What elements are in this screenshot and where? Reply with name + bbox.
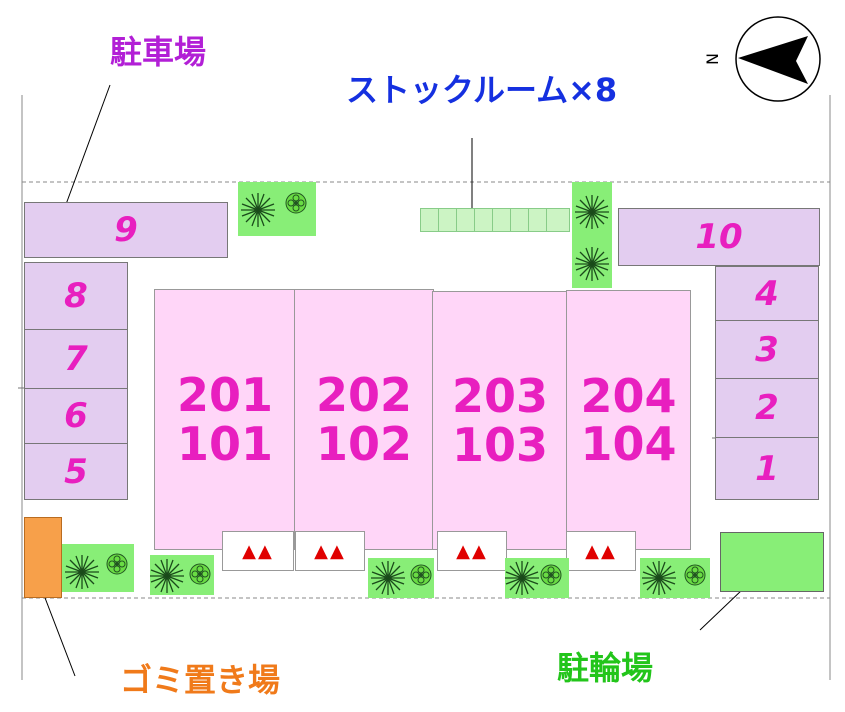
shrub-icon	[641, 560, 677, 596]
bicycle-parking-label: 駐輪場	[557, 649, 654, 687]
entrance-101: ▲▲	[222, 531, 294, 571]
unit-204-104: 204 104	[566, 290, 691, 550]
unit-203-103: 203 103	[432, 291, 568, 550]
garbage-area	[24, 517, 62, 598]
parking-space-7: 7	[24, 329, 128, 389]
parking-space-8: 8	[24, 262, 128, 330]
storage-room-cell	[546, 208, 570, 232]
shrub-icon	[64, 554, 100, 590]
shrub-icon	[574, 194, 610, 230]
entrance-102: ▲▲	[295, 531, 365, 571]
flower-icon	[410, 564, 432, 586]
storage-room-label: ストックルーム×8	[346, 71, 618, 109]
shrub-icon	[574, 246, 610, 282]
unit-201-101: 201 101	[154, 289, 296, 550]
flower-icon	[540, 564, 562, 586]
unit-upper-number: 202	[315, 368, 413, 423]
parking-space-4: 4	[715, 266, 819, 321]
garbage-area-label: ゴミ置き場	[120, 661, 281, 699]
flower-icon	[106, 553, 128, 575]
flower-icon	[285, 192, 307, 214]
unit-upper-number: 204	[580, 368, 677, 423]
shrub-icon	[240, 192, 276, 228]
unit-lower-number: 101	[176, 416, 274, 471]
parking-space-2: 2	[715, 378, 819, 438]
shrub-icon	[504, 560, 540, 596]
flower-icon	[189, 563, 211, 585]
parking-space-6: 6	[24, 388, 128, 444]
parking-label: 駐車場	[110, 33, 207, 71]
shrub-icon	[370, 560, 406, 596]
parking-space-5: 5	[24, 443, 128, 500]
unit-lower-number: 104	[580, 417, 677, 471]
unit-202-102: 202 102	[294, 289, 434, 550]
unit-upper-number: 201	[176, 368, 274, 423]
entrance-103: ▲▲	[437, 531, 507, 571]
compass-north-arrow-icon	[735, 16, 821, 102]
storage-rooms	[420, 208, 570, 232]
flower-icon	[684, 564, 706, 586]
bicycle-parking-area	[720, 532, 824, 592]
unit-upper-number: 203	[451, 369, 549, 424]
unit-lower-number: 102	[315, 416, 413, 471]
unit-lower-number: 103	[451, 417, 549, 472]
parking-space-1: 1	[715, 437, 819, 500]
shrub-icon	[149, 558, 185, 594]
compass: N	[700, 14, 825, 104]
entrance-104: ▲▲	[566, 531, 636, 571]
parking-space-10: 10	[618, 208, 820, 266]
parking-space-9: 9	[24, 202, 228, 258]
